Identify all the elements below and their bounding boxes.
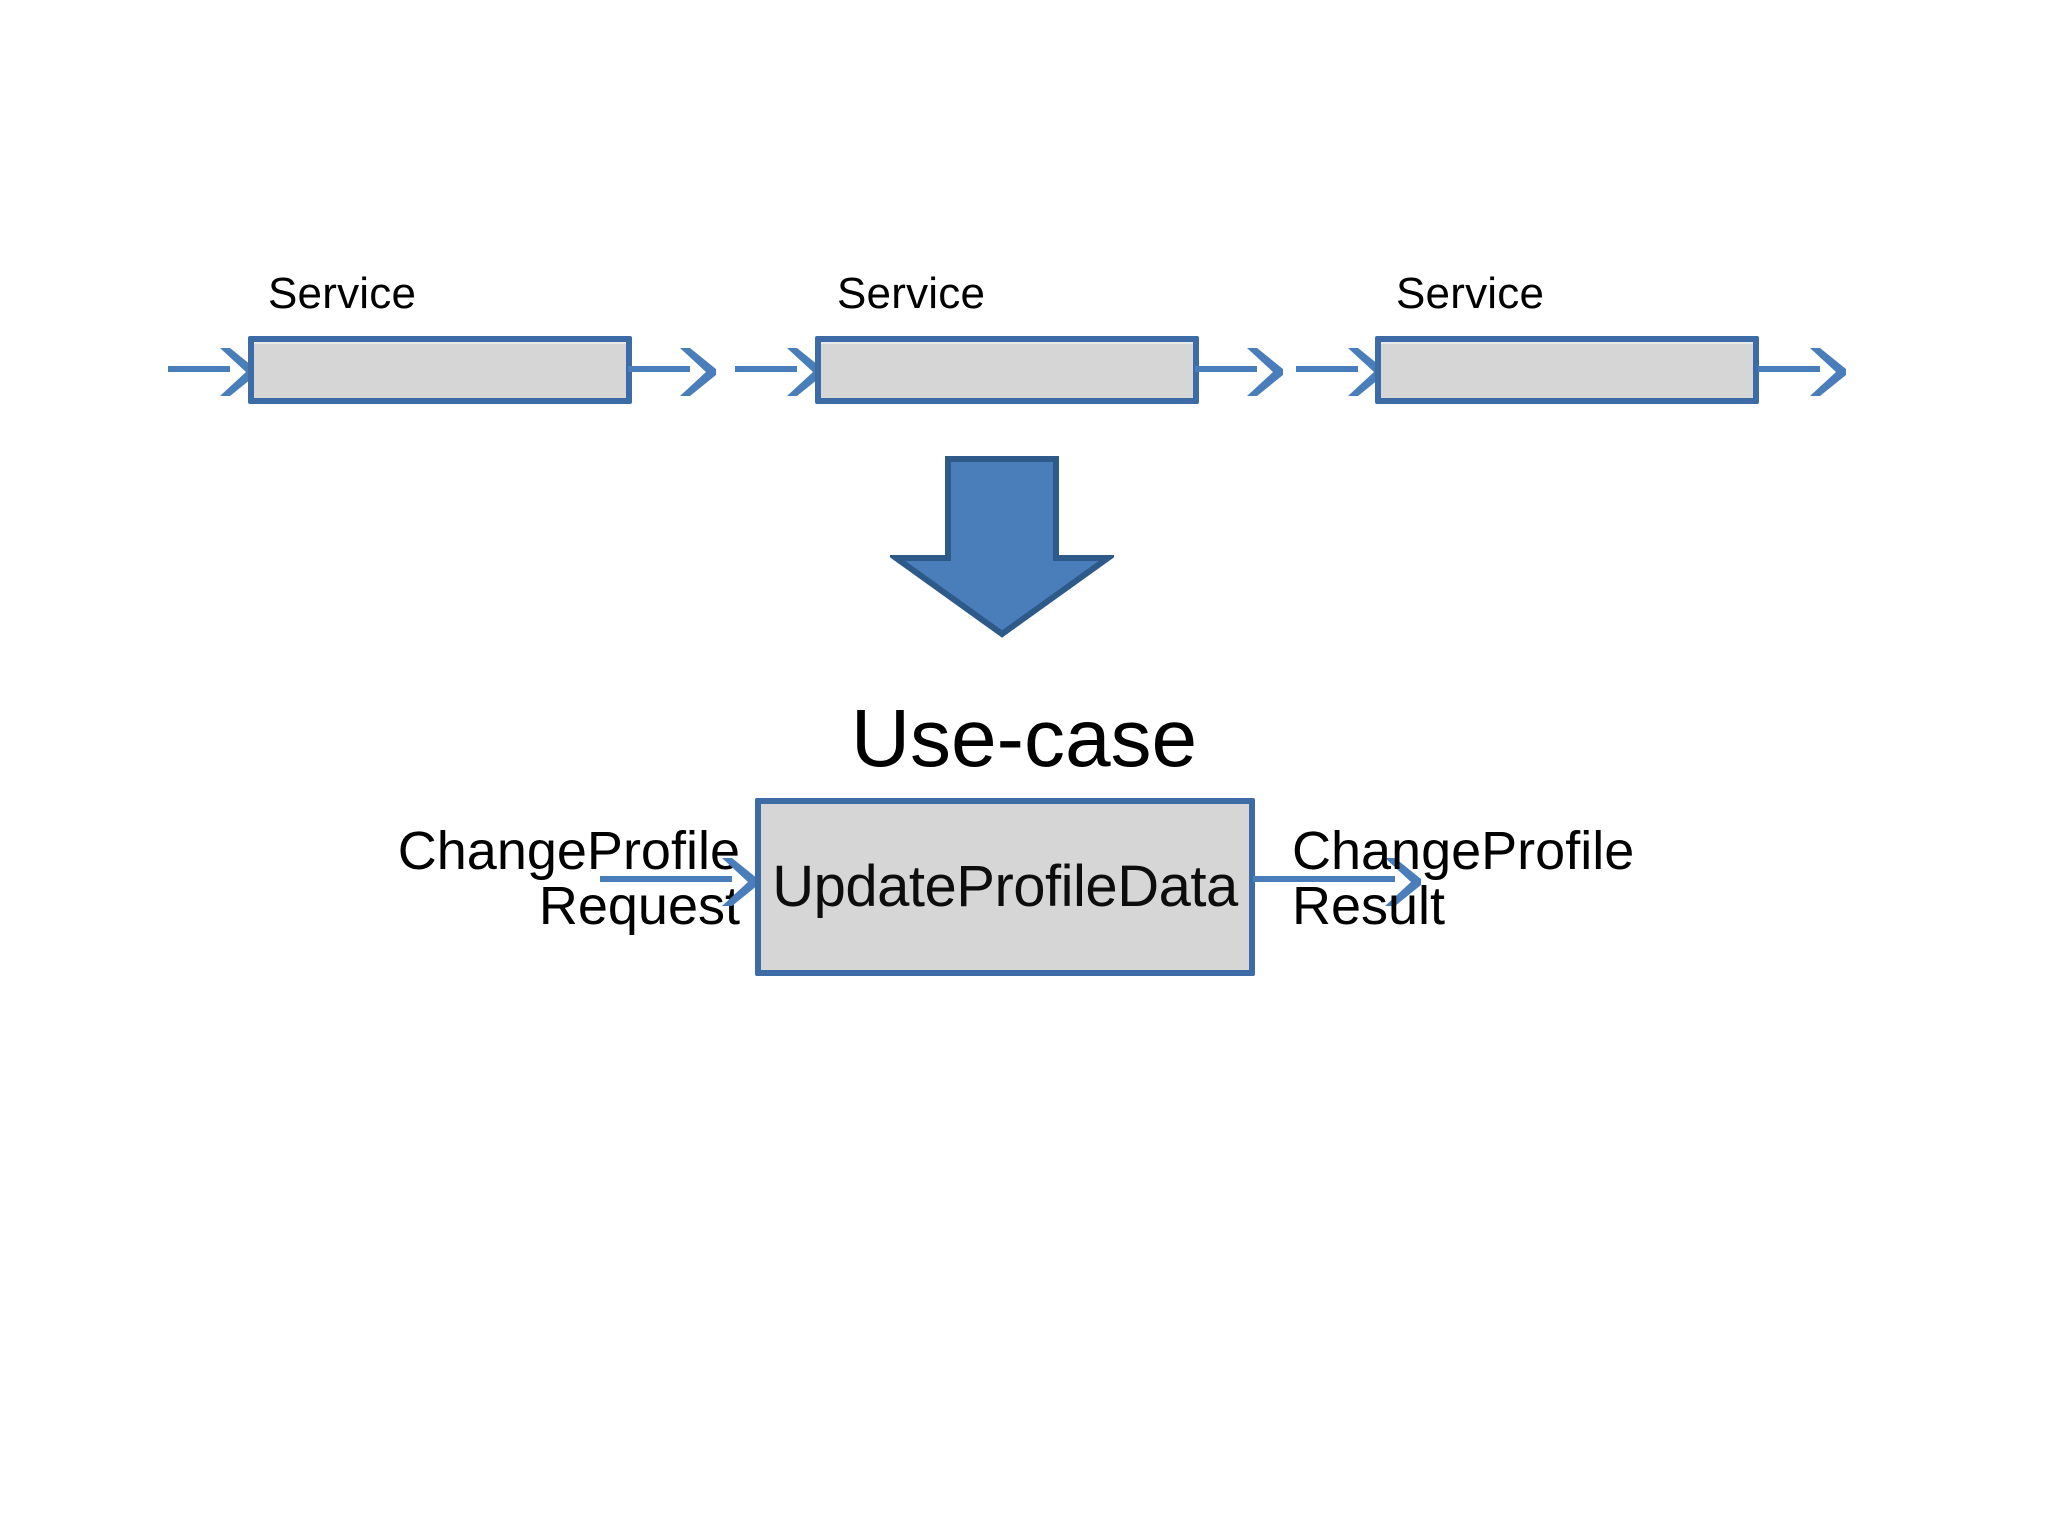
- arrow-into-service-1: [168, 348, 258, 396]
- service-box-2: [815, 336, 1199, 404]
- service-box-1: [248, 336, 632, 404]
- output-message-label: ChangeProfile Result: [1292, 821, 1712, 937]
- input-message-line2: Request: [538, 876, 740, 937]
- service-label-2: Service: [837, 269, 986, 318]
- arrow-out-of-service-1: [628, 348, 718, 396]
- service-box-3: [1375, 336, 1759, 404]
- output-message-line1: ChangeProfile: [1292, 821, 1635, 881]
- box-top-highlight-1: [254, 342, 626, 344]
- service-label-3: Service: [1396, 269, 1545, 318]
- down-block-arrow: [890, 456, 1114, 638]
- arrow-into-service-3: [1296, 348, 1386, 396]
- usecase-box: UpdateProfileData: [755, 798, 1255, 976]
- box-top-highlight-2: [821, 342, 1193, 344]
- arrow-into-usecase-box: [600, 858, 760, 906]
- arrow-into-service-2: [735, 348, 825, 396]
- box-top-highlight-3: [1381, 342, 1753, 344]
- arrow-out-of-service-2: [1195, 348, 1285, 396]
- service-label-1: Service: [268, 269, 417, 318]
- arrow-out-of-usecase-box: [1253, 858, 1423, 906]
- input-message-label: ChangeProfile Request: [340, 821, 740, 937]
- page-title: Use-case: [850, 693, 1198, 784]
- arrow-out-of-service-3: [1758, 348, 1848, 396]
- usecase-box-label: UpdateProfileData: [772, 854, 1238, 919]
- output-message-line2: Result: [1292, 876, 1446, 937]
- input-message-line1: ChangeProfile: [397, 821, 740, 881]
